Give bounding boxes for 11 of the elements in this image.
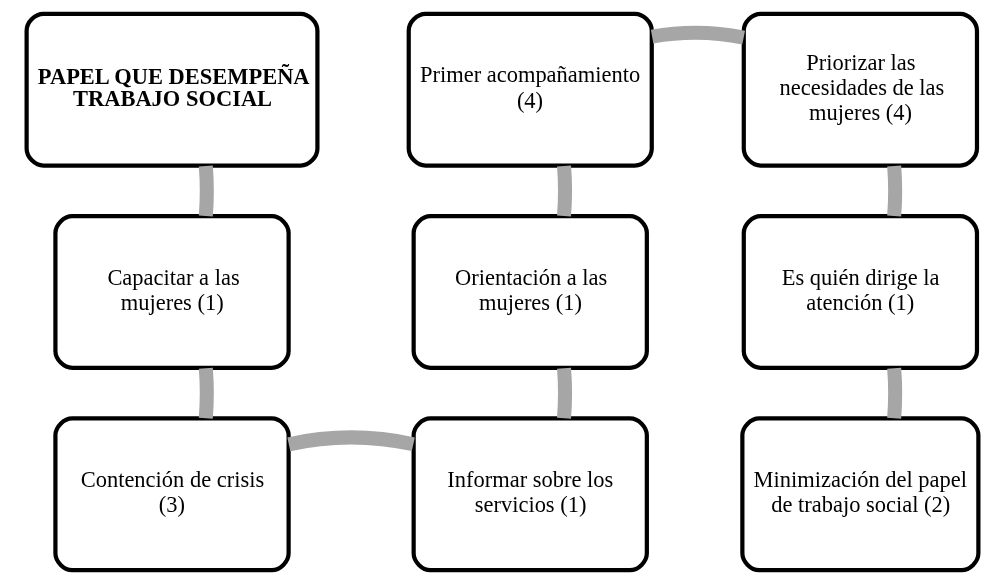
node-box: Primer acompañamiento (4) xyxy=(406,11,654,168)
node-box: Contención de crisis (3) xyxy=(53,416,291,573)
node-box: Es quién dirige la atención (1) xyxy=(741,214,980,370)
node-box: Priorizar las necesidades de las mujeres (4) xyxy=(741,11,980,168)
node-box: Capacitar a las mujeres (1) xyxy=(53,214,291,370)
node-box: Minimización del papel de trabajo social (2) xyxy=(740,416,981,573)
node-box: Orientación a las mujeres (1) xyxy=(411,214,649,370)
connector xyxy=(650,25,745,45)
node-box: PAPEL QUE DESEMPEÑA TRABAJO SOCIAL xyxy=(24,11,320,168)
connector xyxy=(287,430,415,452)
node-box: Informar sobre los servicios (1) xyxy=(411,416,649,573)
